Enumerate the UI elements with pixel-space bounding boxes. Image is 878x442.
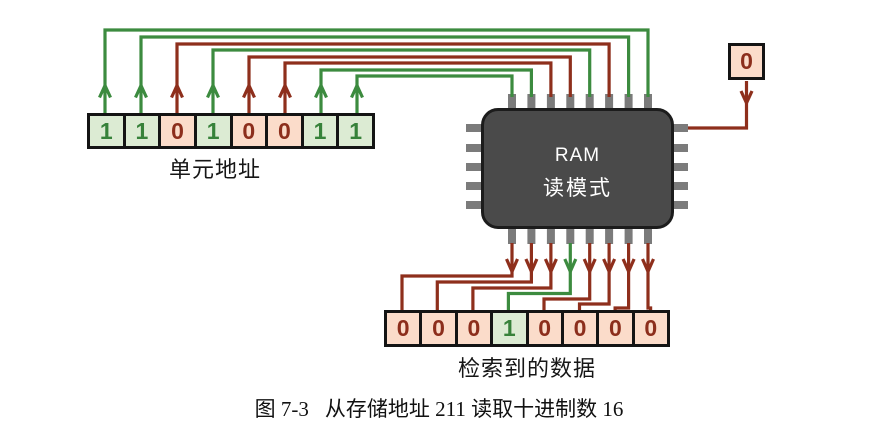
address-wire-8 [350,74,514,114]
chip-pin [672,163,688,171]
set-bit-box: 0 [728,43,765,80]
data-wire-4 [506,243,578,311]
chip-pin [527,94,536,109]
address-bit-cell: 1 [336,116,372,146]
set-bit-wire [688,81,754,130]
address-wire-6 [278,61,553,114]
chip-pin [644,94,652,109]
chip-pin [624,229,633,244]
address-bit-cell: 0 [265,116,301,146]
address-bit-cell: 1 [122,116,159,146]
chip-pin [466,163,482,171]
chip-pin [508,229,516,244]
address-register: 1 1 0 1 0 0 1 1 [87,113,375,149]
address-bit-cell: 0 [158,116,194,146]
data-bit-cell: 0 [631,313,667,344]
data-bit-cell: 0 [387,313,420,344]
address-wire-7 [314,68,533,114]
chip-pin [672,144,688,152]
data-wire-5 [542,243,597,311]
address-wires [98,28,650,114]
chip-pin [585,229,594,244]
address-wire-3 [170,42,611,114]
chip-pin [605,229,614,244]
address-bit-cell: 0 [229,116,266,146]
data-wire-3 [471,243,558,311]
chip-pin [585,94,594,109]
address-wire-1 [98,28,650,114]
figure-number: 图 7-3 [254,397,309,421]
address-bit-cell: 1 [90,116,123,146]
address-wire-4 [206,48,592,114]
chip-pin [508,94,516,109]
data-wire-7 [613,243,636,311]
data-bit-cell: 0 [525,313,561,344]
data-bit-cell: 0 [596,313,632,344]
address-bit-cell: 1 [193,116,230,146]
address-bit-cell: 1 [300,116,337,146]
data-bit-cell: 0 [560,313,597,344]
chip-pins [466,94,688,244]
data-bit-cell: 0 [419,313,455,344]
address-wire-2 [134,35,631,114]
chip-pin [466,182,482,190]
chip-pin [566,94,575,109]
chip-pin [527,229,536,244]
chip-pin [605,94,614,109]
chip-pin [466,124,482,132]
ram-chip-mode-label: 读模式 [543,176,612,200]
data-register: 0 0 0 1 0 0 0 0 [384,310,670,347]
data-wires [400,243,655,311]
chip-pin [672,201,688,209]
data-wire-6 [577,243,617,311]
figure-caption-text: 从存储地址 211 读取十进制数 16 [324,397,624,421]
data-register-label: 检索到的数据 [457,356,596,381]
address-register-label: 单元地址 [168,157,261,182]
ram-chip: RAM 读模式 [481,108,674,229]
chip-pin [624,94,633,109]
data-bit-cell: 1 [490,313,526,344]
chip-pin [566,229,575,244]
address-wire-5 [242,55,572,114]
data-wire-1 [400,243,519,311]
chip-pin [672,182,688,190]
data-wire-8 [641,243,655,311]
chip-pin [644,229,652,244]
chip-pin [466,144,482,152]
chip-pin [466,201,482,209]
chip-pin [546,94,555,109]
chip-pin [546,229,555,244]
data-bit-cell: 0 [454,313,491,344]
figure-caption: 图 7-3 从存储地址 211 读取十进制数 16 [0,393,878,423]
data-wire-2 [435,243,539,311]
chip-pin [672,124,688,132]
ram-chip-title: RAM [554,144,601,166]
